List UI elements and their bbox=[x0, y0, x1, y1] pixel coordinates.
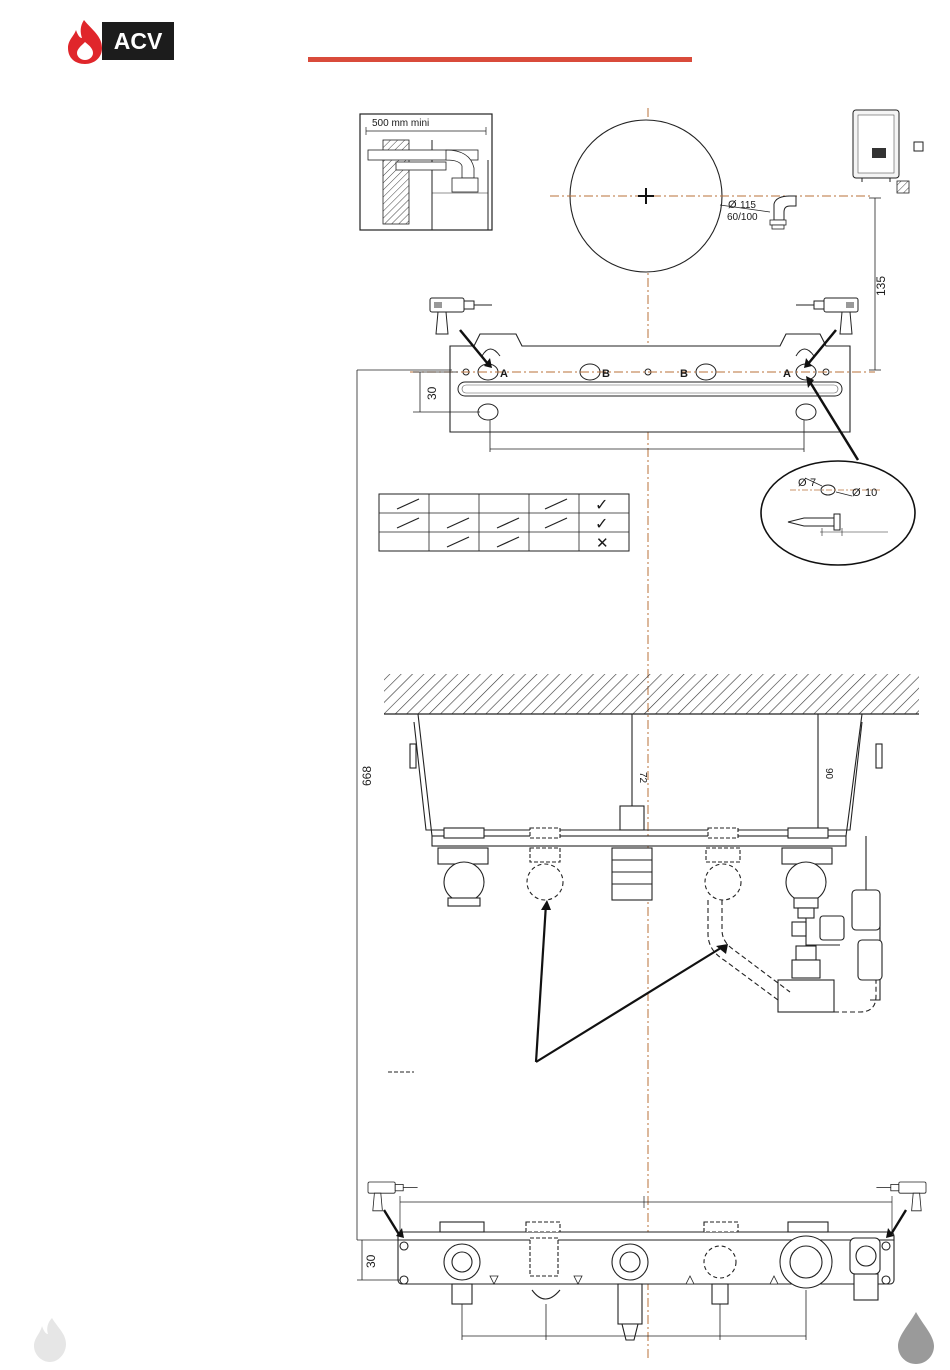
hole-10-symbol: Ø bbox=[852, 487, 861, 499]
hole-label-a-right: A bbox=[783, 368, 791, 380]
dimension-30-top-label: 30 bbox=[425, 386, 439, 400]
dimension-72-label: 72 bbox=[637, 772, 648, 784]
drill-icon bbox=[368, 1182, 418, 1211]
drill-icon bbox=[796, 298, 858, 334]
dimension-30-bottom-label: 30 bbox=[364, 1254, 378, 1268]
drill-icon bbox=[430, 298, 492, 334]
water-drop-icon bbox=[898, 1312, 934, 1364]
hole-7-symbol: Ø bbox=[798, 477, 807, 489]
drill-icon bbox=[876, 1182, 926, 1211]
hole-7-label: 7 bbox=[810, 477, 816, 489]
dimension-135-label: 135 bbox=[874, 276, 888, 296]
hole-label-b-right: B bbox=[680, 368, 688, 380]
inset-clearance-label: 500 mm mini bbox=[372, 118, 429, 129]
dimension-90-label: 90 bbox=[823, 768, 834, 780]
valve-row bbox=[438, 806, 832, 908]
cross-icon: ✕ bbox=[596, 535, 609, 552]
flue-elbow-icon bbox=[770, 196, 796, 229]
flue-circle-diagram: Ø 115 60/100 bbox=[550, 120, 872, 272]
inset-clearance-diagram: 500 mm mini bbox=[360, 114, 492, 230]
flue-diameter-outer: 115 bbox=[740, 200, 756, 211]
mounting-bracket: A B B A bbox=[410, 334, 875, 452]
fixing-table: ✓ ✓ ✕ bbox=[379, 494, 629, 552]
flue-diameter-coax: 60/100 bbox=[727, 212, 758, 223]
hole-10-label: 10 bbox=[865, 487, 877, 499]
checkmark-icon: ✓ bbox=[595, 516, 608, 533]
wall-hatch bbox=[384, 674, 919, 714]
flame-watermark-icon bbox=[34, 1318, 66, 1362]
dimension-30-bottom: 30 bbox=[357, 1240, 400, 1280]
hole-label-b-left: B bbox=[602, 368, 610, 380]
hole-label-a-left: A bbox=[500, 368, 508, 380]
boiler-thumbnail-icon bbox=[853, 110, 923, 193]
checkmark-icon: ✓ bbox=[595, 497, 608, 514]
dimension-135: 135 bbox=[869, 198, 888, 370]
hole-detail-circle: Ø 7 Ø 10 bbox=[761, 461, 915, 565]
dimension-668-label: 668 bbox=[360, 766, 374, 786]
flue-diameter-symbol: Ø bbox=[728, 199, 737, 211]
